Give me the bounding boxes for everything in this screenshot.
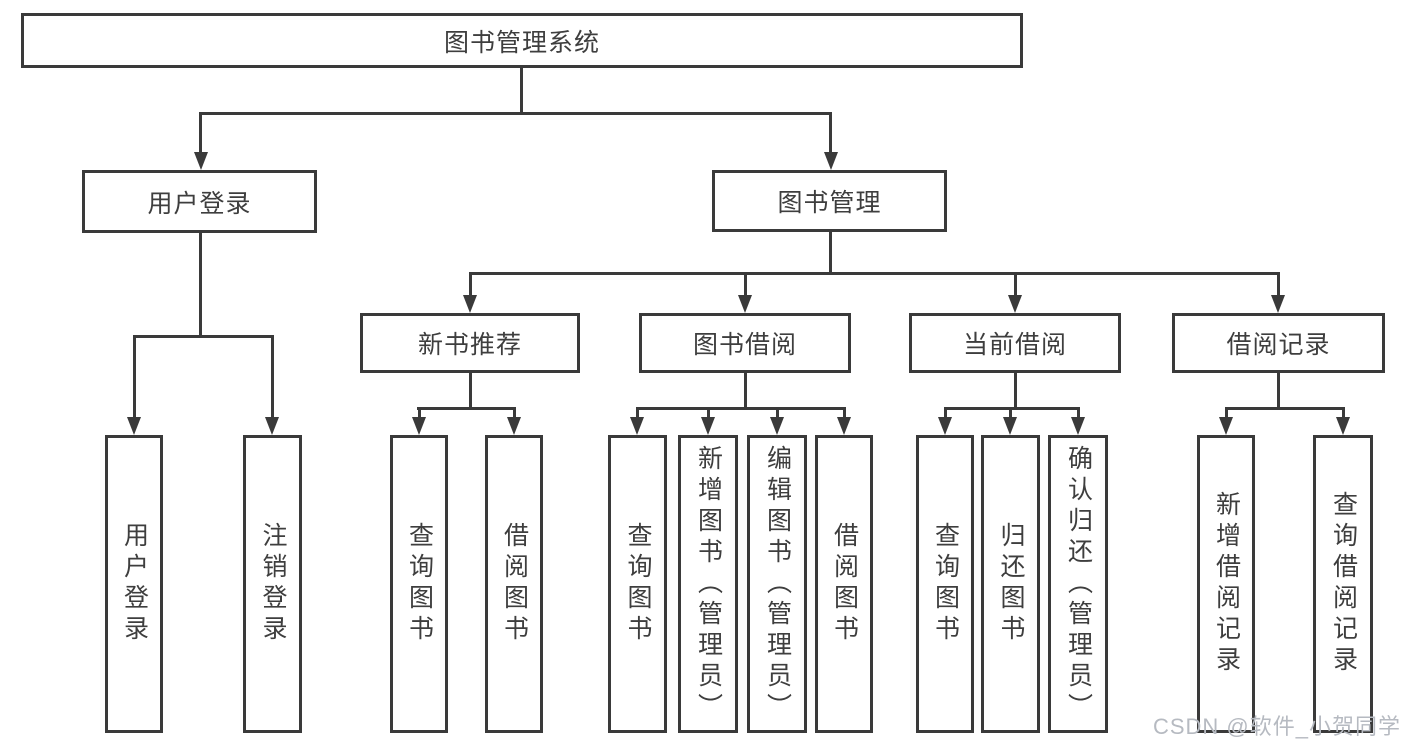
node-current-borrowing: 当前借阅 bbox=[909, 313, 1121, 373]
node-label: 查询借阅记录 bbox=[1329, 491, 1358, 677]
connector-drop-leaf-logout bbox=[271, 335, 274, 419]
connector-drop bbox=[636, 407, 639, 419]
leaf-br-add-record: 新增借阅记录 bbox=[1197, 435, 1255, 733]
leaf-nb-borrow-books: 借阅图书 bbox=[485, 435, 543, 733]
connector-mgmt-split bbox=[469, 272, 1280, 275]
connector-drop bbox=[1077, 407, 1080, 419]
arrowhead-leaf bbox=[1071, 417, 1085, 435]
arrowhead-leaf bbox=[630, 417, 644, 435]
arrowhead-borrow-records bbox=[1271, 295, 1285, 313]
leaf-bb-query-books: 查询图书 bbox=[608, 435, 667, 733]
connector-drop-current-borrow bbox=[1014, 272, 1017, 297]
node-label: 用户登录 bbox=[147, 189, 252, 218]
leaf-br-query-record: 查询借阅记录 bbox=[1313, 435, 1373, 733]
connector-login-stem bbox=[199, 232, 202, 335]
connector-drop bbox=[707, 407, 710, 419]
node-label: 编辑图书（管理员） bbox=[763, 444, 792, 724]
connector-bb-stem bbox=[744, 373, 747, 407]
node-user-login: 用户登录 bbox=[82, 170, 317, 233]
connector-login-split bbox=[133, 335, 273, 338]
connector-drop-borrow-records bbox=[1277, 272, 1280, 297]
connector-drop-book-mgmt bbox=[829, 112, 832, 152]
connector-drop bbox=[1009, 407, 1012, 419]
arrowhead-leaf bbox=[837, 417, 851, 435]
arrowhead-book-mgmt bbox=[824, 152, 838, 170]
connector-cb-split bbox=[944, 407, 1080, 410]
connector-root-stem bbox=[520, 68, 523, 113]
leaf-bb-borrow-books: 借阅图书 bbox=[815, 435, 873, 733]
leaf-cb-confirm-return-admin: 确认归还（管理员） bbox=[1048, 435, 1108, 733]
node-label: 查询图书 bbox=[405, 522, 434, 646]
arrowhead-leaf bbox=[701, 417, 715, 435]
connector-nb-split bbox=[417, 407, 516, 410]
node-label: 借阅图书 bbox=[500, 522, 529, 646]
node-label: 查询图书 bbox=[624, 522, 652, 646]
node-label: 归还图书 bbox=[997, 522, 1025, 646]
node-label: 当前借阅 bbox=[962, 331, 1067, 359]
connector-drop-book-borrow bbox=[744, 272, 747, 297]
connector-root-split bbox=[199, 112, 832, 115]
leaf-nb-query-books: 查询图书 bbox=[390, 435, 448, 733]
connector-drop bbox=[776, 407, 779, 419]
arrowhead-leaf bbox=[412, 417, 426, 435]
leaf-bb-add-books-admin: 新增图书（管理员） bbox=[678, 435, 738, 733]
connector-drop bbox=[1225, 407, 1228, 419]
node-book-borrowing: 图书借阅 bbox=[639, 313, 851, 373]
connector-drop bbox=[1342, 407, 1345, 419]
node-label: 新增借阅记录 bbox=[1212, 491, 1241, 677]
connector-bb-split bbox=[636, 407, 846, 410]
leaf-user-login: 用户登录 bbox=[105, 435, 163, 733]
connector-br-stem bbox=[1277, 373, 1280, 407]
arrowhead-leaf bbox=[1336, 417, 1350, 435]
arrowhead-leaf-login bbox=[127, 417, 141, 435]
leaf-cb-return-books: 归还图书 bbox=[981, 435, 1040, 733]
node-label: 借阅记录 bbox=[1226, 331, 1331, 359]
arrowhead-leaf-logout bbox=[265, 417, 279, 435]
node-label: 新增图书（管理员） bbox=[694, 444, 723, 724]
arrowhead-current-borrow bbox=[1008, 295, 1022, 313]
arrowhead-new-books bbox=[463, 295, 477, 313]
connector-drop bbox=[418, 407, 421, 419]
arrowhead-leaf bbox=[1219, 417, 1233, 435]
connector-cb-stem bbox=[1014, 373, 1017, 407]
arrowhead-leaf bbox=[1003, 417, 1017, 435]
node-new-book-recommend: 新书推荐 bbox=[360, 313, 580, 373]
node-library-management-system: 图书管理系统 bbox=[21, 13, 1023, 68]
connector-mgmt-stem bbox=[829, 232, 832, 272]
connector-drop-user-login bbox=[199, 112, 202, 152]
leaf-cb-query-books: 查询图书 bbox=[916, 435, 974, 733]
node-label: 用户登录 bbox=[120, 522, 149, 646]
node-label: 图书管理系统 bbox=[443, 28, 600, 57]
connector-drop-new-books bbox=[469, 272, 472, 297]
arrowhead-leaf bbox=[770, 417, 784, 435]
connector-drop bbox=[944, 407, 947, 419]
connector-nb-stem bbox=[469, 373, 472, 407]
node-borrowing-records: 借阅记录 bbox=[1172, 313, 1385, 373]
connector-drop bbox=[513, 407, 516, 419]
node-label: 图书管理 bbox=[777, 189, 882, 217]
node-label: 确认归还（管理员） bbox=[1064, 444, 1093, 724]
node-label: 图书借阅 bbox=[692, 331, 797, 359]
arrowhead-leaf bbox=[938, 417, 952, 435]
connector-drop bbox=[843, 407, 846, 419]
leaf-bb-edit-books-admin: 编辑图书（管理员） bbox=[747, 435, 807, 733]
watermark: CSDN @软件_小贺同学 bbox=[1152, 714, 1401, 739]
node-label: 查询图书 bbox=[931, 522, 960, 646]
arrowhead-book-borrow bbox=[738, 295, 752, 313]
connector-drop-leaf-login bbox=[133, 335, 136, 419]
arrowhead-leaf bbox=[507, 417, 521, 435]
connector-br-split bbox=[1225, 407, 1345, 410]
node-book-management: 图书管理 bbox=[712, 170, 947, 232]
node-label: 注销登录 bbox=[259, 522, 287, 646]
arrowhead-user-login bbox=[194, 152, 208, 170]
node-label: 新书推荐 bbox=[417, 331, 522, 359]
leaf-logout: 注销登录 bbox=[243, 435, 302, 733]
node-label: 借阅图书 bbox=[830, 522, 859, 646]
